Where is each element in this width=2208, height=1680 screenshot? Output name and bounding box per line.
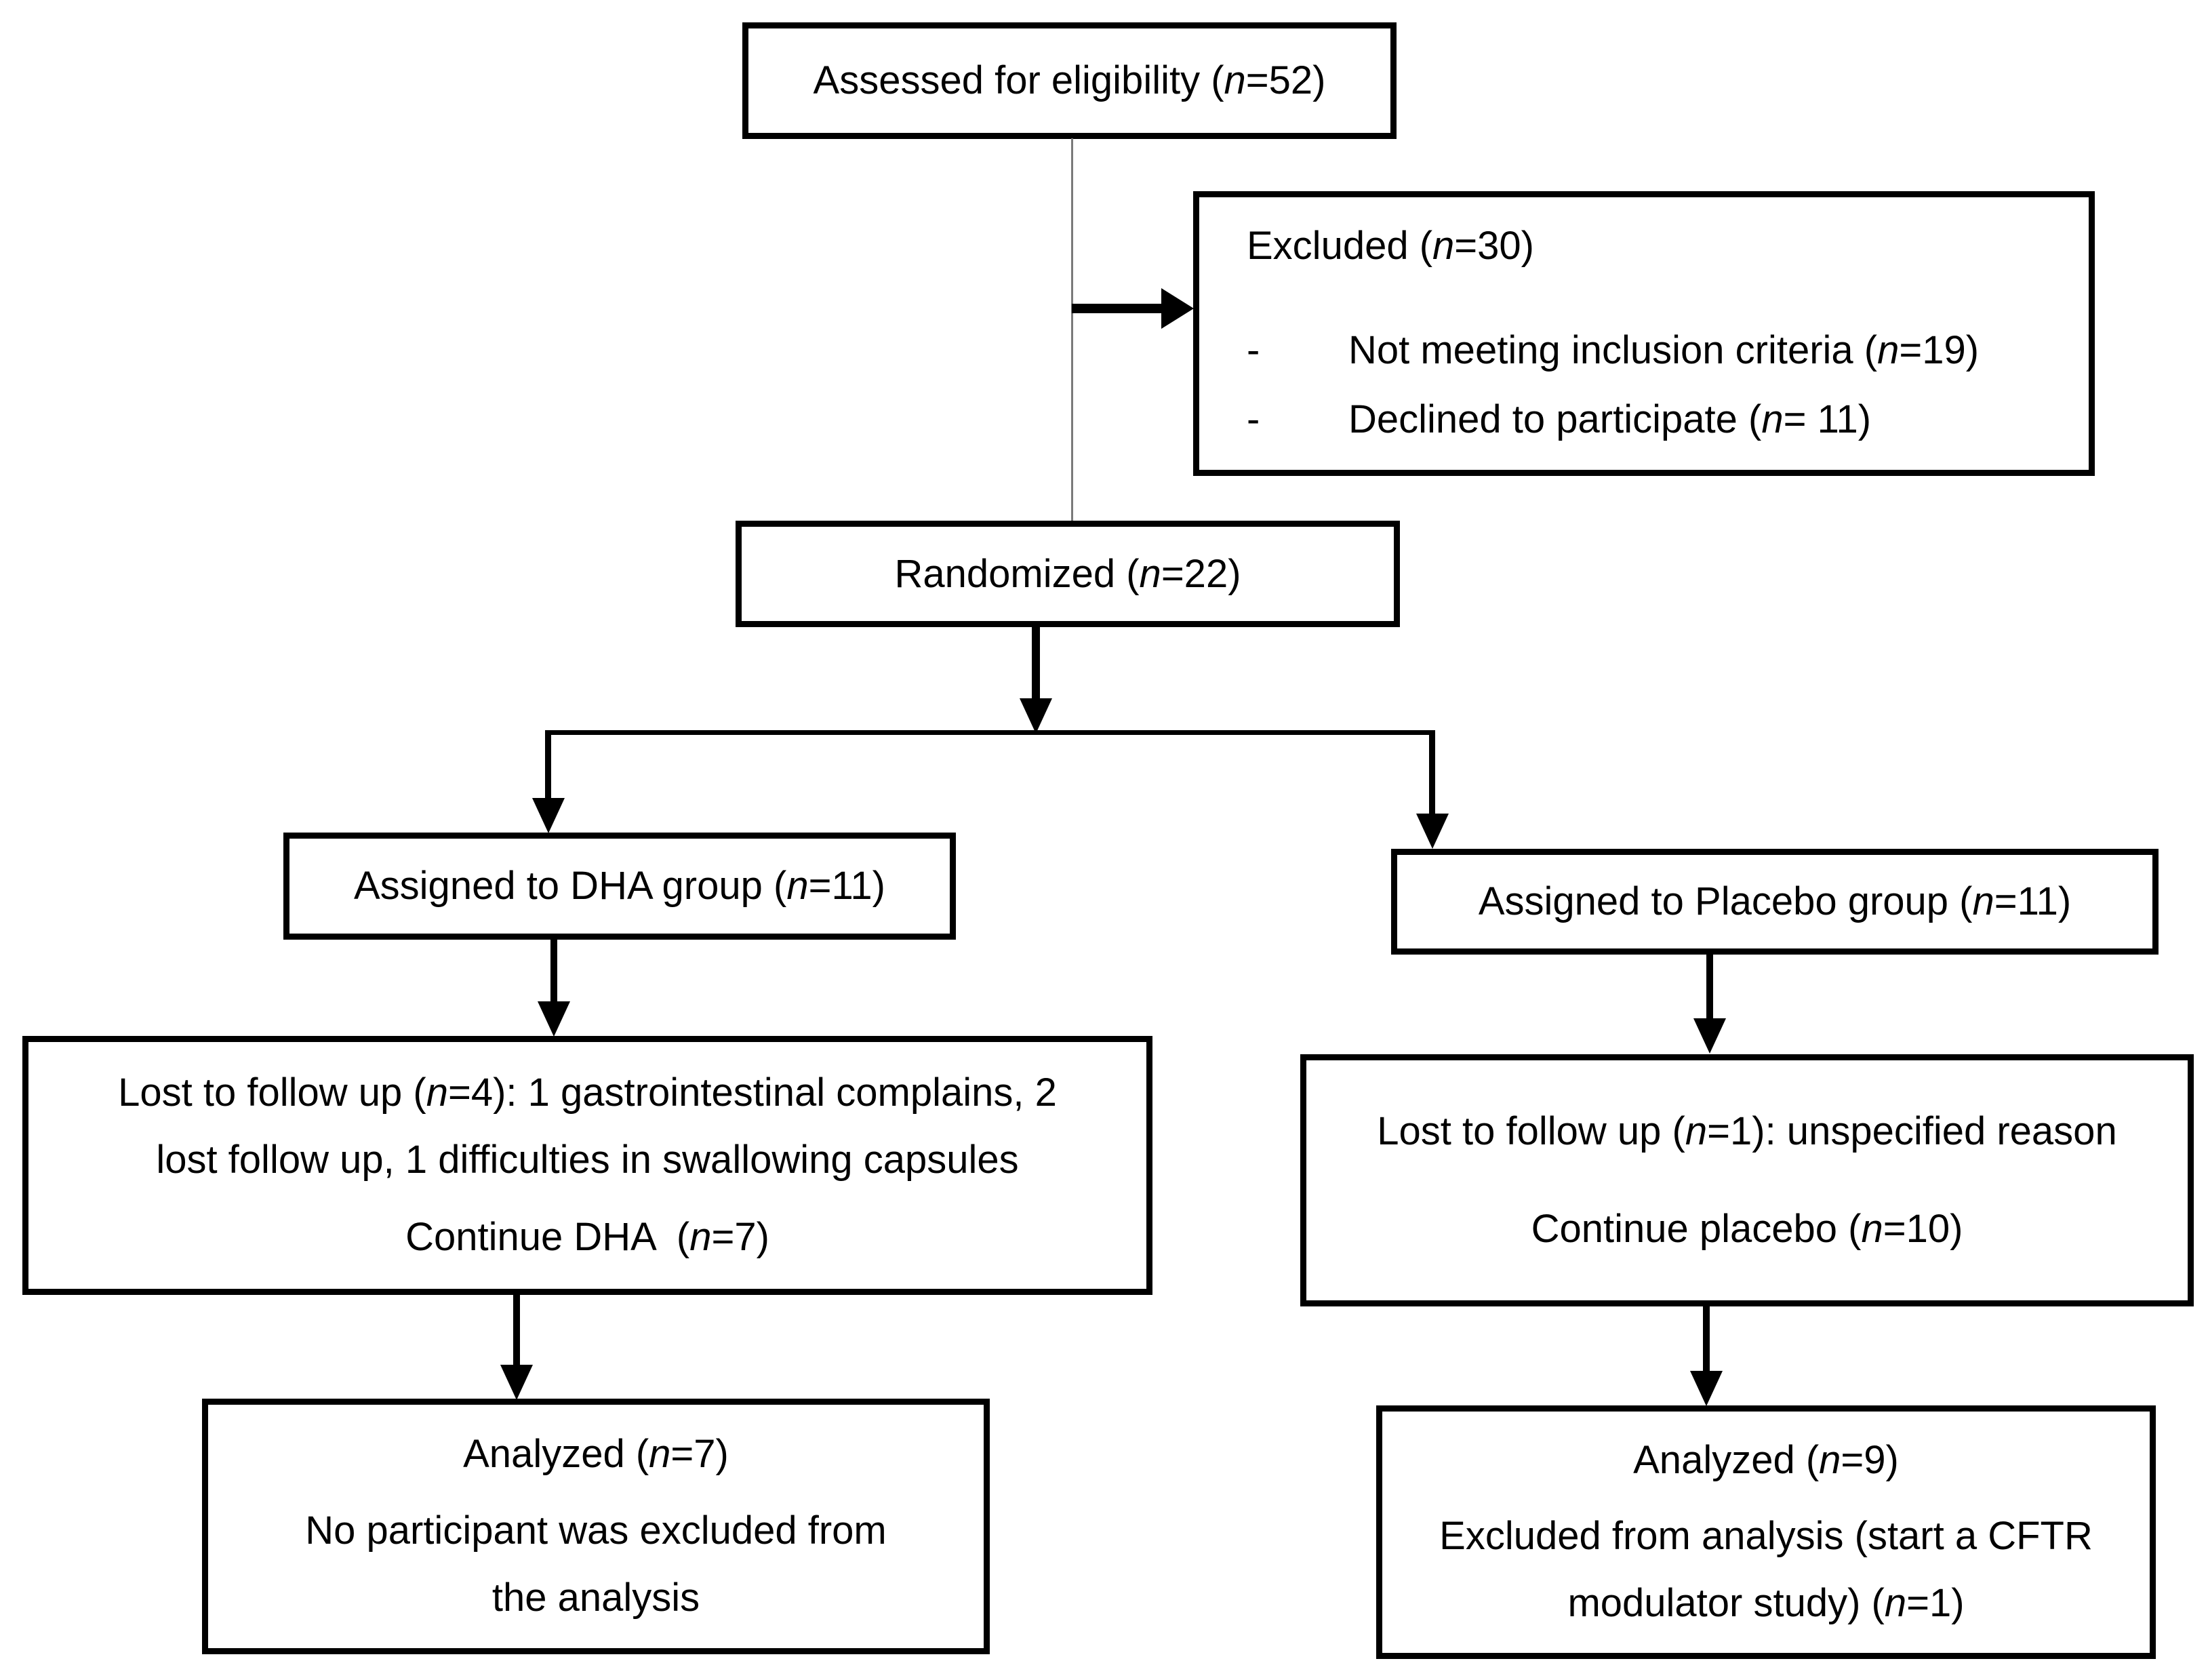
bullet-dash: - [1247,397,1260,442]
branch-right-arrowhead-icon [1416,814,1449,849]
lost-followup-dha-box: Lost to follow up (n=4): 1 gastrointesti… [22,1036,1152,1295]
connector-dha-lost-arrowhead-icon [538,1001,570,1037]
branch-left-vertical-shaft [545,730,551,805]
assigned-dha-label: Assigned to DHA group (n=11) [353,864,885,908]
excluded-bullet-list: - Not meeting inclusion criteria (n=19) … [1247,322,2070,448]
connector-placebo-lost-arrowhead-icon [1693,1018,1726,1054]
excluded-box: Excluded (n=30) - Not meeting inclusion … [1193,191,2095,476]
excluded-reason-declined: Declined to participate (n= 11) [1348,397,1872,442]
analyzed-placebo-box: Analyzed (n=9) Excluded from analysis (s… [1376,1405,2156,1659]
connector-placebo-lost-shaft [1706,953,1713,1024]
connector-lost-analyzed-dha-arrowhead-icon [500,1365,533,1400]
continue-placebo-text: Continue placebo (n=10) [1531,1206,1963,1251]
analyzed-placebo-count: Analyzed (n=9) [1633,1438,1899,1483]
lost-followup-placebo-box: Lost to follow up (n=1): unspecified rea… [1300,1054,2194,1306]
connector-dha-lost-shaft [550,940,557,1007]
assigned-placebo-label: Assigned to Placebo group (n=11) [1478,879,2072,924]
continue-dha-text: Continue DHA (n=7) [405,1215,769,1260]
connector-randomized-down-shaft [1032,626,1040,700]
assessed-eligibility-label: Assessed for eligibility (n=52) [813,58,1326,103]
assigned-dha-box: Assigned to DHA group (n=11) [283,833,956,940]
analyzed-dha-box: Analyzed (n=7) No participant was exclud… [202,1399,990,1654]
connector-lost-analyzed-dha-shaft [513,1293,520,1371]
randomized-box: Randomized (n=22) [736,521,1400,627]
assessed-eligibility-box: Assessed for eligibility (n=52) [742,22,1397,139]
branch-horizontal-line [545,730,1434,735]
connector-to-excluded-shaft [1072,304,1163,313]
bullet-dash: - [1247,328,1260,373]
connector-randomized-down-arrowhead-icon [1020,698,1052,734]
connector-lost-analyzed-placebo-shaft [1703,1304,1710,1376]
analyzed-dha-count: Analyzed (n=7) [463,1432,729,1477]
lost-placebo-text: Lost to follow up (n=1): unspecified rea… [1377,1108,2117,1153]
excluded-title: Excluded (n=30) [1247,224,1534,268]
connector-lost-analyzed-placebo-arrowhead-icon [1690,1371,1723,1406]
excluded-bullet-row: - Declined to participate (n= 11) [1247,391,2070,448]
lost-dha-text: Lost to follow up (n=4): 1 gastrointesti… [118,1071,1068,1182]
analyzed-placebo-note: Excluded from analysis (start a CFTR mod… [1439,1514,2104,1625]
branch-right-vertical-shaft [1429,730,1435,818]
excluded-bullet-row: - Not meeting inclusion criteria (n=19) [1247,322,2070,379]
connector-assessed-to-randomized [1071,138,1073,522]
connector-to-excluded-arrowhead-icon [1161,288,1194,329]
randomized-label: Randomized (n=22) [894,551,1241,596]
excluded-reason-not-meeting: Not meeting inclusion criteria (n=19) [1348,328,1980,373]
branch-left-arrowhead-icon [532,798,565,833]
assigned-placebo-box: Assigned to Placebo group (n=11) [1391,849,2159,955]
analyzed-dha-note: No participant was excluded from the ana… [305,1508,898,1620]
